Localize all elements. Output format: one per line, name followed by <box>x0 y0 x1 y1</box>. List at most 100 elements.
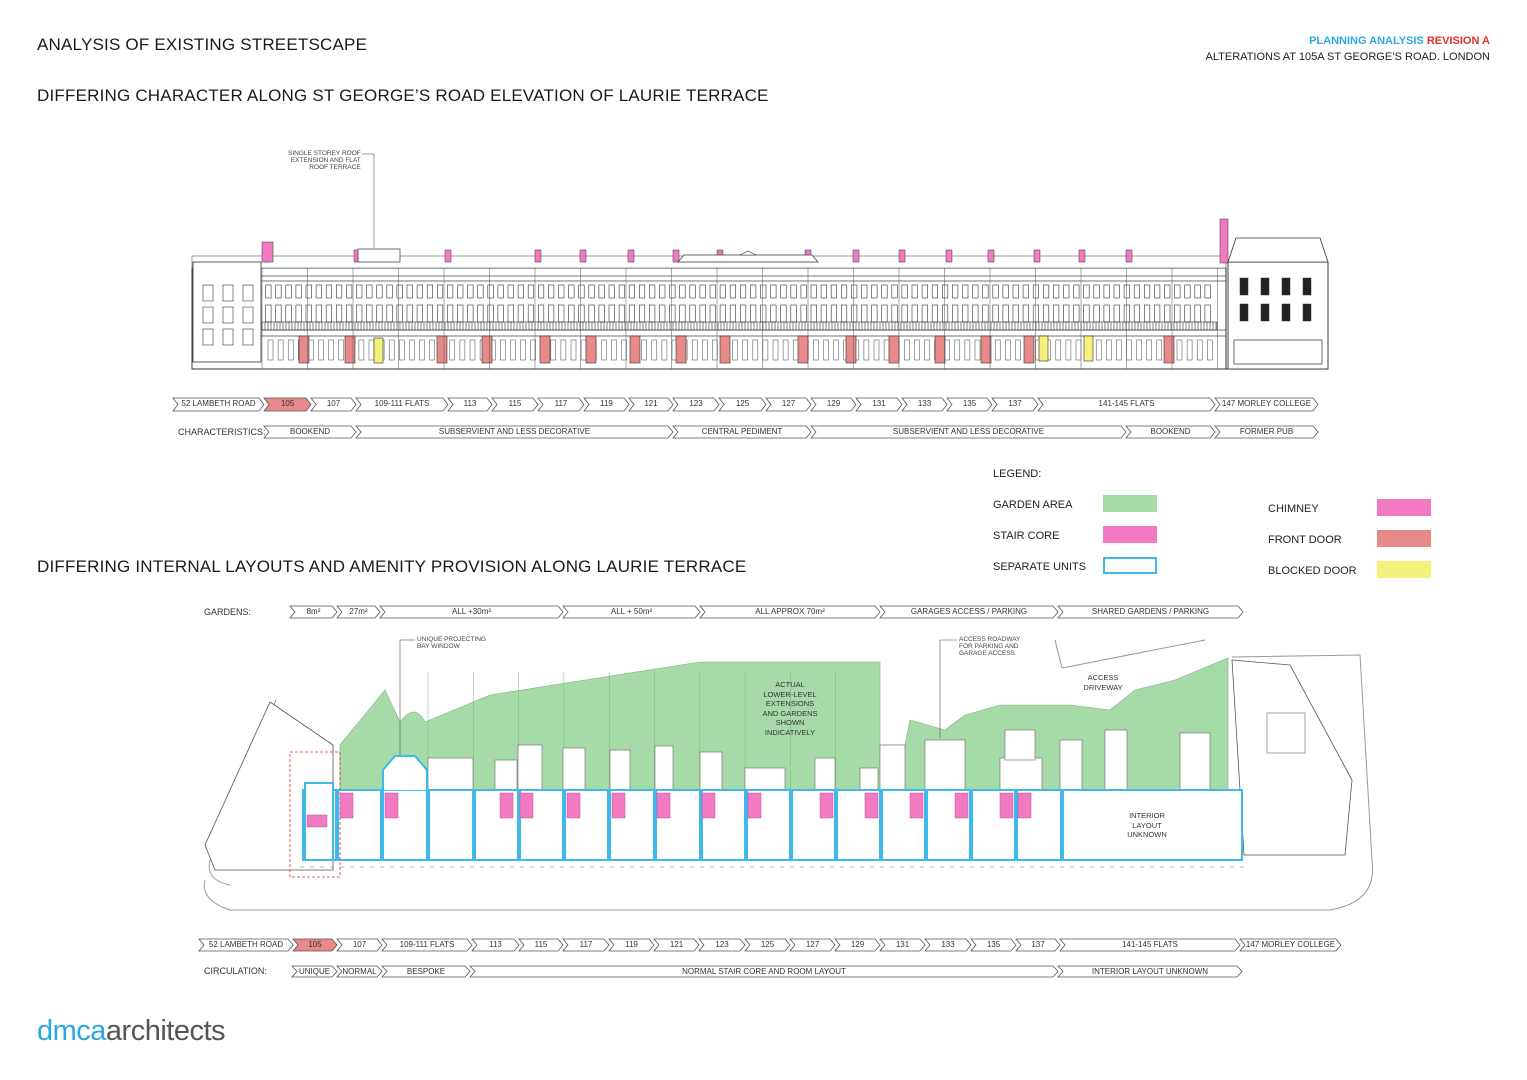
plan-address-box <box>198 938 294 952</box>
ext-note-line-4: AND GARDENS <box>762 708 818 718</box>
front-door <box>675 335 687 364</box>
window-ground <box>1065 339 1072 361</box>
window-ground <box>429 339 435 361</box>
window-upper <box>548 284 555 299</box>
window-middle <box>1012 304 1019 323</box>
plan-address-label: 119 <box>625 940 638 949</box>
plan-address-box <box>1015 938 1061 952</box>
front-door <box>481 335 493 364</box>
window-ground <box>641 339 647 361</box>
window-upper <box>537 284 545 299</box>
window-middle <box>467 304 474 323</box>
elevation-address-label: 107 <box>326 399 341 408</box>
circulation-label: CIRCULATION: <box>204 966 267 976</box>
window-ground <box>1196 339 1203 361</box>
window-upper <box>861 284 868 299</box>
window-middle <box>1164 304 1171 323</box>
chimney <box>1078 249 1086 263</box>
plan-address-label: 147 MORLEY COLLEGE <box>1245 940 1336 949</box>
window-middle <box>305 304 312 323</box>
plan-address-label: 117 <box>579 940 593 949</box>
logo-part-1: dmca <box>37 1015 106 1047</box>
window-middle <box>709 304 716 323</box>
window-ground <box>944 339 950 361</box>
plan-garden-label: 8m² <box>306 607 321 616</box>
window-upper <box>891 284 898 299</box>
window-middle <box>527 304 535 323</box>
plan-garden-label: SHARED GARDENS / PARKING <box>1091 607 1210 616</box>
roof-note-line-2: EXTENSION AND FLAT <box>290 157 361 164</box>
window-ground <box>287 339 294 361</box>
blocked-door <box>1083 335 1094 362</box>
elevation-characteristic-group <box>263 425 1319 439</box>
window-upper <box>315 284 322 299</box>
window-middle <box>739 304 747 323</box>
bookend-window <box>222 284 234 302</box>
plan-address-label: 113 <box>489 940 502 949</box>
bookend-window <box>202 328 214 346</box>
window-middle <box>1032 304 1039 323</box>
window-upper <box>719 284 726 299</box>
window-ground <box>1116 339 1122 361</box>
planning-label: PLANNING ANALYSIS <box>1309 35 1424 47</box>
window-upper <box>830 284 838 299</box>
road-edge <box>1054 639 1063 669</box>
stair-core <box>1017 792 1032 819</box>
legend-stair-swatch <box>1103 526 1157 543</box>
window-upper <box>325 284 333 299</box>
site-boundary-left <box>208 699 277 886</box>
window-ground <box>924 339 930 361</box>
bay-window <box>382 755 428 790</box>
separate-unit <box>1062 789 1243 861</box>
window-middle <box>315 304 322 323</box>
chimney <box>987 249 995 263</box>
roof-extension-note: SINGLE STOREY ROOF EXTENSION AND FLAT RO… <box>288 150 361 171</box>
access-note-line-3: GARAGE ACCESS <box>959 650 1015 657</box>
window-middle <box>881 304 888 323</box>
window-middle <box>840 304 848 323</box>
plan-circulation-box <box>336 965 383 978</box>
elevation-characteristic-box <box>1214 425 1319 439</box>
window-upper <box>1103 284 1110 299</box>
window-upper <box>931 284 939 299</box>
window-ground <box>752 339 759 361</box>
window-middle <box>497 304 504 323</box>
rear-extension <box>609 749 631 791</box>
plan-address-box <box>292 938 338 952</box>
elevation-address-label: 119 <box>600 399 613 408</box>
window-upper <box>578 284 585 299</box>
ext-note-line-3: EXTENSIONS <box>765 699 815 708</box>
window-middle <box>770 304 777 323</box>
window-ground <box>1126 339 1132 361</box>
plan-address-box <box>653 938 700 952</box>
logo-part-2: architects <box>105 1015 226 1047</box>
window-middle <box>558 304 565 323</box>
window-ground <box>904 339 910 361</box>
front-door <box>719 335 731 364</box>
rear-extension <box>879 744 906 791</box>
stair-core <box>519 792 534 819</box>
window-upper <box>335 284 343 299</box>
window-ground <box>277 339 284 361</box>
pub-window <box>1239 303 1249 322</box>
separate-unit <box>926 789 971 861</box>
plan-address-box <box>879 938 926 952</box>
elevation-address-box <box>901 397 948 412</box>
window-upper <box>447 284 454 299</box>
plan-garden-box <box>562 605 701 619</box>
window-upper <box>527 284 535 299</box>
elevation-characteristic-label: BOOKEND <box>289 427 330 436</box>
legend-front-door-label: FRONT DOOR <box>1268 534 1342 546</box>
window-upper <box>406 284 413 299</box>
window-ground <box>762 339 769 361</box>
window-upper <box>840 284 848 299</box>
window-middle <box>992 304 999 323</box>
window-middle <box>275 304 282 323</box>
window-upper <box>992 284 999 299</box>
window-ground <box>883 339 890 361</box>
legend-chimney-label: CHIMNEY <box>1268 503 1319 515</box>
window-middle <box>679 304 686 323</box>
window-middle <box>447 304 454 323</box>
elevation-address-label: 105 <box>280 399 295 408</box>
window-middle <box>800 304 807 323</box>
